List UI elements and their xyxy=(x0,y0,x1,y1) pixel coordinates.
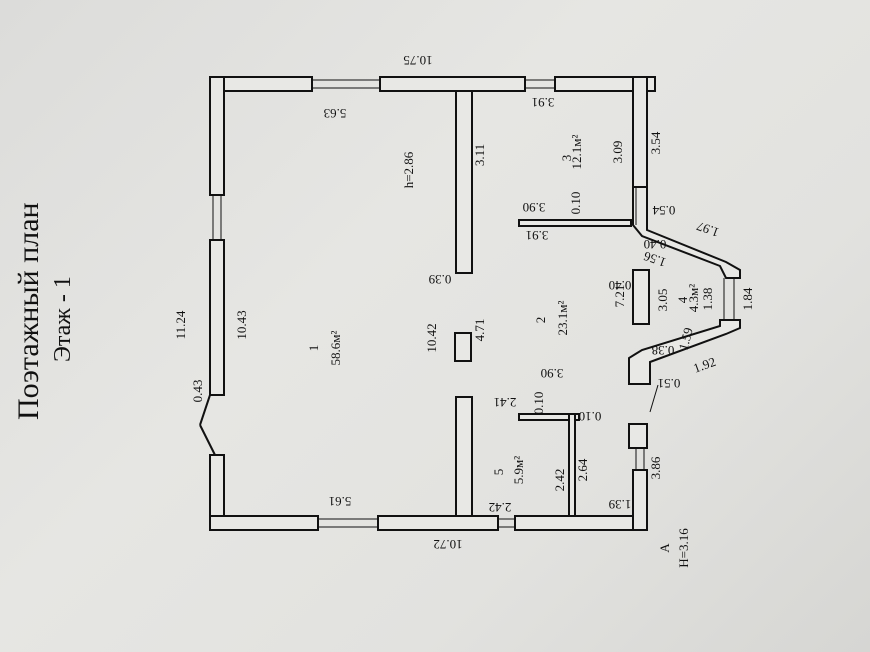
room-labels: 1 58.6м² 2 23.1м² 3 12.1м² 4 4.3м² 5 5.9… xyxy=(306,134,701,484)
wall-left-middle xyxy=(209,239,225,396)
dim-r-139: 1.39 xyxy=(609,497,632,512)
dim-r-184: 1.84 xyxy=(740,287,755,310)
wall-bay-upper xyxy=(632,186,741,279)
wall-bottom-right xyxy=(514,515,648,531)
door-left-lower xyxy=(199,424,216,456)
dim-010a: 0.10 xyxy=(568,192,583,215)
dim-left-inner: 10.43 xyxy=(234,310,249,339)
column-bay xyxy=(632,269,650,325)
partition-room5 xyxy=(518,413,580,421)
walls xyxy=(209,76,741,531)
partition-room3 xyxy=(518,219,632,227)
dim-391: 3.91 xyxy=(526,228,549,243)
dim-242b: 2.42 xyxy=(489,500,512,515)
dim-col-040: 0.40 xyxy=(609,278,632,293)
wall-right-upper xyxy=(632,76,648,188)
ceiling-height: h=2.86 xyxy=(401,151,416,188)
dim-center-v: 4.71 xyxy=(472,319,487,342)
dim-242a: 2.42 xyxy=(552,469,567,492)
dim-room3-top: 3.91 xyxy=(532,95,555,110)
dim-r-038: 0.38 xyxy=(652,343,675,358)
room3-number: 3 xyxy=(559,155,574,162)
room1-number: 1 xyxy=(306,345,321,352)
dim-r-192: 1.92 xyxy=(691,354,718,376)
dim-col-721: 7.21 xyxy=(612,285,627,308)
dim-r-138: 1.38 xyxy=(700,288,715,311)
dim-left-total: 11.24 xyxy=(173,310,188,339)
door-left-upper xyxy=(199,394,211,426)
column-center xyxy=(454,332,472,362)
room4-area: 4.3м² xyxy=(686,284,701,312)
dim-left-small: 0.43 xyxy=(190,380,205,403)
wall-top-right xyxy=(554,76,656,92)
dim-bottom-total: 10.72 xyxy=(433,537,462,552)
dim-room1-top: 5.63 xyxy=(324,106,347,121)
dim-r-051: 0.51 xyxy=(658,376,681,391)
dim-010c: 0.10 xyxy=(579,409,602,424)
window-openings xyxy=(199,79,735,528)
dim-390a: 3.90 xyxy=(523,200,546,215)
dim-241a: 2.41 xyxy=(494,395,517,410)
wall-top-left xyxy=(209,76,313,92)
dim-010b: 0.10 xyxy=(531,392,546,415)
room2-number: 2 xyxy=(533,317,548,324)
wall-bottom-middle xyxy=(377,515,499,531)
leader-lines xyxy=(649,384,659,413)
dim-partition-top: 3.11 xyxy=(472,144,487,166)
partition-room5-vertical xyxy=(568,413,576,517)
room4-number: 4 xyxy=(675,296,690,303)
dim-r-386: 3.86 xyxy=(648,456,663,479)
thin-partitions xyxy=(518,219,632,517)
partition-lower xyxy=(455,396,473,517)
leader-051 xyxy=(649,384,659,413)
dim-top-total: 10.75 xyxy=(403,53,432,68)
dim-room3-h: 3.09 xyxy=(610,141,625,164)
dim-r-040: 0.40 xyxy=(644,237,667,252)
dim-room1-bottom: 5.61 xyxy=(329,494,352,509)
dim-390b: 3.90 xyxy=(541,366,564,381)
room3-area: 12.1м² xyxy=(569,134,584,169)
footer-labels: A H=3.16 xyxy=(657,528,691,568)
footer-label: A xyxy=(657,543,672,553)
wall-bottom-left xyxy=(209,515,319,531)
wall-bay-lower xyxy=(628,319,741,385)
dim-r-159: 1.59 xyxy=(675,326,695,352)
footer-height: H=3.16 xyxy=(676,528,691,568)
wall-right-lower xyxy=(632,469,648,531)
partition-upper xyxy=(455,90,473,274)
dim-center-long: 10.42 xyxy=(424,323,439,352)
room2-area: 23.1м² xyxy=(555,300,570,335)
dimension-labels: 10.75 10.72 11.24 10.43 0.43 5.63 5.61 1… xyxy=(173,53,755,552)
wall-top-middle xyxy=(379,76,526,92)
room1-area: 58.6м² xyxy=(328,330,343,365)
dim-right-354: 3.54 xyxy=(648,131,663,154)
room5-area: 5.9м² xyxy=(511,456,526,484)
pier-right-lower xyxy=(628,423,648,449)
dim-264: 2.64 xyxy=(575,458,590,481)
dim-partition-end: 0.39 xyxy=(429,272,452,287)
room5-number: 5 xyxy=(491,469,506,476)
wall-left-upper xyxy=(209,76,225,196)
dim-col-305: 3.05 xyxy=(655,289,670,312)
dim-r-197: 1.97 xyxy=(694,218,721,240)
dim-r-054: 0.54 xyxy=(652,203,675,218)
dim-r-156: 1.56 xyxy=(641,248,668,270)
